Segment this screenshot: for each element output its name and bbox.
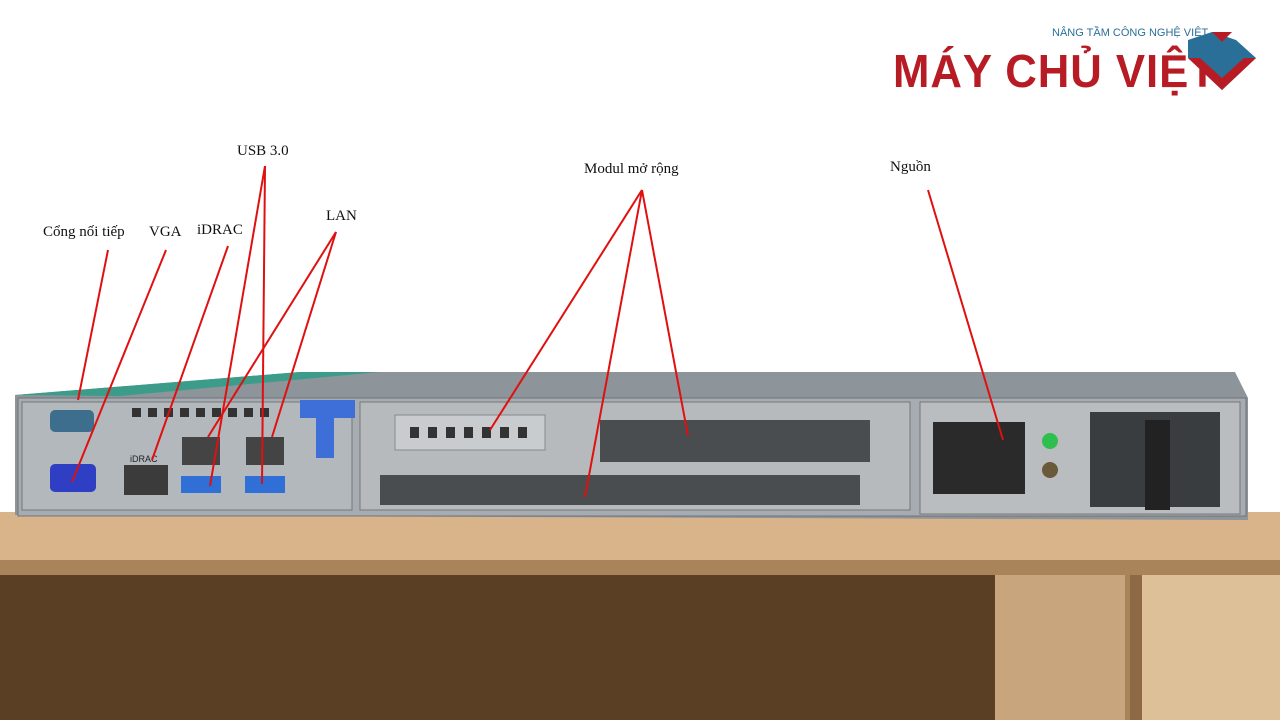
usb-port-2 — [245, 476, 285, 493]
idrac-pointer — [151, 245, 229, 461]
idrac-print: iDRAC — [130, 454, 158, 464]
label-serial-port: Cổng nối tiếp — [43, 224, 125, 240]
label-power: Nguồn — [890, 159, 931, 175]
expansion-pointer-2 — [584, 189, 643, 498]
lan-pointer-1 — [207, 231, 337, 438]
expansion-pointer-3 — [641, 189, 689, 437]
label-lan: LAN — [326, 208, 357, 224]
power-pointer — [927, 189, 1004, 441]
usb-pointer-2 — [261, 165, 266, 485]
lan-pointer-2 — [271, 231, 337, 438]
expansion-pointer-1 — [489, 189, 643, 431]
logo-brand: MÁY CHỦ VIỆT — [893, 45, 1217, 97]
label-expansion: Modul mở rộng — [584, 161, 679, 177]
power-socket — [933, 422, 1025, 494]
serial-port — [50, 410, 94, 432]
label-usb: USB 3.0 — [237, 143, 289, 159]
power-led — [1042, 433, 1058, 449]
lan-port-2 — [246, 437, 284, 465]
blue-latch — [300, 400, 355, 418]
logo-tagline: NÂNG TẦM CÔNG NGHỆ VIỆT — [1052, 27, 1209, 39]
label-vga: VGA — [149, 224, 182, 240]
label-idrac: iDRAC — [197, 222, 243, 238]
vga-pointer — [71, 249, 167, 483]
idrac-port — [124, 465, 168, 495]
usb-pointer-1 — [209, 165, 266, 487]
serial-pointer — [77, 249, 109, 401]
